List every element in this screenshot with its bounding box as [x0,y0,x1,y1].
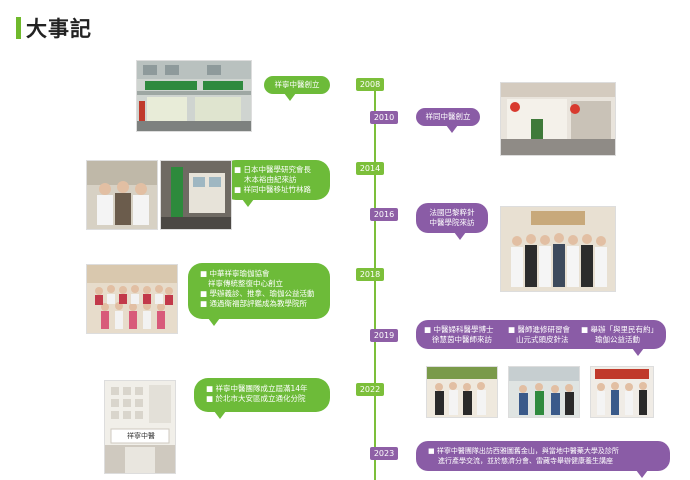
event-2019-col2: ■ 醫師進修研習會 山元式頭皮針法 [508,325,570,345]
year-2008: 2008 [356,78,384,91]
photo-2022-branch-storefront: 祥寧中醫 [104,380,176,474]
event-2018-line3: ■ 學辦義診、推拿、瑜伽公益活動 [200,289,315,298]
event-2019-col2-line1: ■ 醫師進修研習會 [508,325,570,334]
year-2016: 2016 [370,208,398,221]
event-2019-col3: ■ 舉辦「與里民有約」 瑜伽公益活動 [581,325,658,345]
photo-2016-paris-visit [500,206,616,292]
photo-2018-yoga-association [86,264,178,334]
event-2014-line3: ■ 祥同中醫移址竹林路 [234,185,311,194]
event-2008-text: 祥寧中醫創立 [274,80,320,89]
event-2018-line1: ■ 中華祥寧瑜伽協會 [200,269,270,278]
page-title: 大事記 [26,17,92,41]
event-2019-col1-line2: 徐慧茵中醫師來訪 [432,335,492,344]
photo-2019-doctor-visit [426,366,498,418]
event-2010-text: 祥同中醫創立 [425,112,471,121]
photo-2014-new-location [160,160,232,230]
year-2018: 2018 [356,268,384,281]
event-2018-line2: 祥寧傳統整復中心創立 [208,279,283,288]
year-2022: 2022 [356,383,384,396]
event-2016-line1: 法國巴黎粹針 [429,208,475,217]
event-2022-line1: ■ 祥寧中醫團隊成立屆滿14年 [206,384,308,393]
photo-2010-clinic-storefront [500,82,616,156]
photo-2019-study-session [508,366,580,418]
event-2008-bubble: 祥寧中醫創立 [264,76,330,101]
event-2019-col1: ■ 中醫婦科醫學博士 徐慧茵中醫師來訪 [424,325,493,345]
timeline-line [374,83,376,480]
photo-2019-community-yoga [590,366,654,418]
event-2016-bubble: 法國巴黎粹針 中醫學院來訪 [416,203,488,240]
event-2018-bubble: ■ 中華祥寧瑜伽協會 祥寧傳統整復中心創立 ■ 學辦義診、推拿、瑜伽公益活動 ■… [188,263,330,326]
event-2023-line1: ■ 祥寧中醫團隊出訪西雅圖舊金山，與當地中醫藥大學及診所 [428,447,619,455]
photo-2014-visit-group [86,160,158,230]
photo-2008-clinic-storefront [136,60,252,132]
year-2010: 2010 [370,111,398,124]
event-2019-col3-line1: ■ 舉辦「與里民有約」 [581,325,658,334]
year-2014: 2014 [356,162,384,175]
event-2018-line4: ■ 通過衛福部評鑑成為教學院所 [200,299,307,308]
event-2016-line2: 中醫學院來訪 [429,218,475,227]
title-accent-bar [16,17,21,39]
event-2010-bubble: 祥同中醫創立 [416,108,480,133]
event-2023-line2: 進行產學交流，並於慈濟分會、雷藏寺舉辦健康養生講座 [438,457,613,465]
event-2014-bubble: ■ 日本中醫學研究會長 木本裕由紀來訪 ■ 祥同中醫移址竹林路 [222,160,330,207]
event-2019-col2-line2: 山元式頭皮針法 [516,335,569,344]
event-2019-col3-line2: 瑜伽公益活動 [595,335,640,344]
event-2019-col1-line1: ■ 中醫婦科醫學博士 [424,325,494,334]
year-2023: 2023 [370,447,398,460]
storefront-sign: 祥寧中醫 [127,432,155,440]
event-2023-bubble: ■ 祥寧中醫團隊出訪西雅圖舊金山，與當地中醫藥大學及診所 進行產學交流，並於慈濟… [416,441,670,478]
event-2022-line2: ■ 於北市大安區成立通化分院 [206,394,306,403]
event-2014-line2: 木本裕由紀來訪 [244,175,297,184]
event-2019-bubble: ■ 中醫婦科醫學博士 徐慧茵中醫師來訪 ■ 醫師進修研習會 山元式頭皮針法 ■ … [416,320,666,356]
event-2022-bubble: ■ 祥寧中醫團隊成立屆滿14年 ■ 於北市大安區成立通化分院 [194,378,330,419]
year-2019: 2019 [370,329,398,342]
event-2014-line1: ■ 日本中醫學研究會長 [234,165,311,174]
